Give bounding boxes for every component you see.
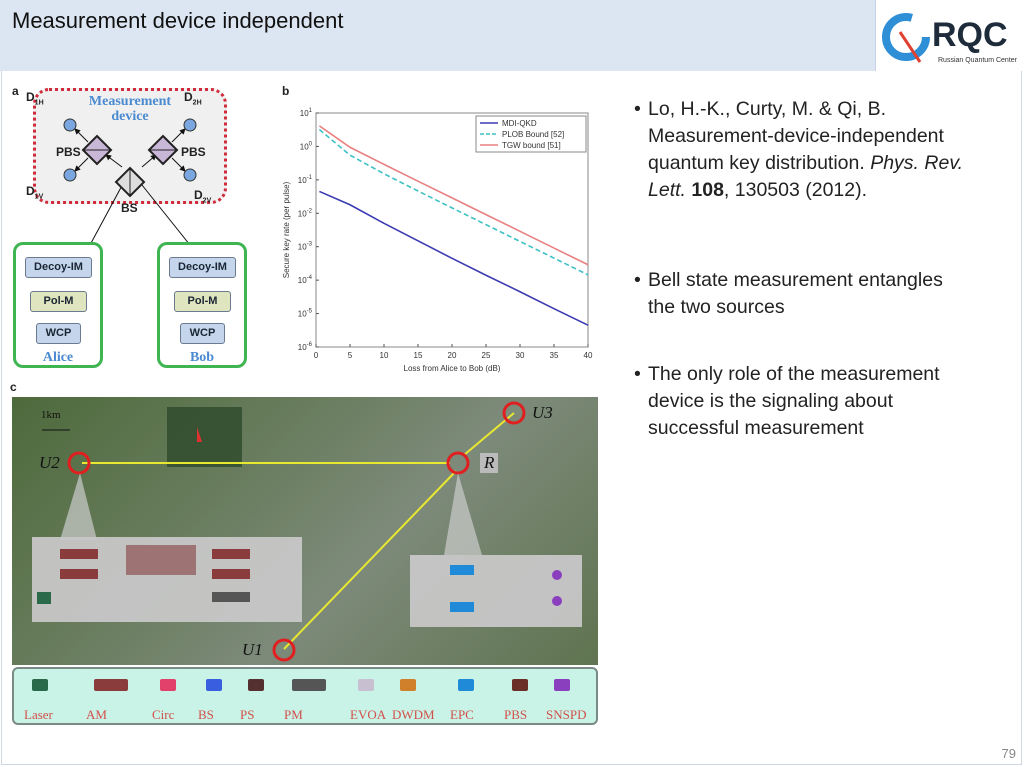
node-r	[446, 451, 470, 475]
pbs-right-icon	[147, 134, 179, 166]
scale-label: 1km	[41, 409, 61, 421]
legend-pm-icon	[292, 679, 326, 691]
y-tick-label: 10-4	[298, 275, 313, 285]
legend-entry: TGW bound [51]	[502, 141, 561, 150]
alice-box	[13, 242, 103, 368]
page-number: 79	[1001, 746, 1016, 761]
pbs-right-label: PBS	[181, 145, 206, 159]
node-u2-label: U2	[39, 453, 60, 472]
y-tick-label: 100	[300, 141, 313, 151]
bs-icon	[114, 166, 146, 198]
legend-entry: MDI-QKD	[502, 119, 537, 128]
y-tick-label: 10-6	[298, 342, 313, 352]
node-u1-label: U1	[242, 640, 263, 659]
bob-pol-m: Pol-M	[174, 291, 231, 312]
logo-subtitle: Russian Quantum Center	[938, 57, 1018, 64]
pbs-left-icon	[81, 134, 113, 166]
node-u3-label: U3	[532, 403, 553, 422]
legend-evoa-icon	[358, 679, 374, 691]
legend-label: EVOA	[350, 707, 387, 722]
component-legend: Laser AM Circ BS PS PM EVOA DWDM EPC PBS SNSPD	[12, 667, 598, 725]
y-tick-label: 10-1	[298, 175, 313, 185]
legend-label: PS	[240, 707, 255, 722]
series-line-1	[318, 128, 589, 276]
bob-wcp: WCP	[180, 323, 225, 344]
legend-epc-icon	[458, 679, 474, 691]
legend-am-icon	[94, 679, 128, 691]
x-tick-label: 10	[380, 351, 389, 360]
detector-d1v-label: D1V	[26, 184, 44, 201]
rqc-logo: RQC Russian Quantum Center	[882, 13, 1018, 64]
bob-box	[157, 242, 247, 368]
detector-icons	[63, 118, 197, 182]
legend-pbs-icon	[512, 679, 528, 691]
series-line-2	[318, 125, 589, 266]
y-tick-label: 10-5	[298, 309, 313, 319]
node-u3	[502, 401, 526, 425]
bullet-measurement-role: •The only role of the measurement device…	[634, 363, 940, 439]
alice-pol-m: Pol-M	[30, 291, 87, 312]
title-bar	[0, 0, 876, 71]
y-tick-label: 10-3	[298, 242, 313, 252]
node-u1	[272, 638, 296, 662]
detector-d2v-label: D2V	[194, 188, 212, 205]
compass-icon	[197, 427, 202, 442]
slide-frame	[1, 71, 1022, 765]
bsm-diagram	[63, 118, 197, 245]
y-axis-label: Secure key rate (per pulse)	[282, 181, 291, 278]
x-tick-label: 35	[550, 351, 559, 360]
legend-label: Laser	[24, 707, 53, 722]
y-tick-label: 101	[300, 108, 313, 118]
alice-decoy-im: Decoy-IM	[25, 257, 92, 278]
legend-label: SNSPD	[546, 707, 587, 722]
legend-ps-icon	[248, 679, 264, 691]
link-u1-r	[283, 470, 457, 650]
legend-label: DWDM	[392, 707, 435, 722]
legend-bs-icon	[206, 679, 222, 691]
detector-d1h-label: D1H	[26, 90, 44, 107]
x-tick-label: 20	[448, 351, 457, 360]
logo-text: RQC	[932, 16, 1008, 54]
x-tick-label: 15	[414, 351, 423, 360]
x-tick-label: 5	[348, 351, 353, 360]
x-axis-label: Loss from Alice to Bob (dB)	[404, 364, 501, 373]
pbs-left-label: PBS	[56, 145, 81, 159]
bullet-reference: •Lo, H.-K., Curty, M. & Qi, B. Measureme…	[634, 98, 964, 201]
bob-label: Bob	[189, 350, 215, 365]
legend-label: BS	[198, 707, 214, 722]
y-tick-label: 10-2	[298, 208, 313, 218]
legend-label: PBS	[504, 707, 528, 722]
detector-d2h-label: D2H	[184, 90, 202, 107]
legend-label: Circ	[152, 707, 175, 722]
relay-setup-inset	[410, 555, 582, 627]
legend-snspd-icon	[554, 679, 570, 691]
panel-c-label: c	[10, 380, 17, 394]
legend-circ-icon	[160, 679, 176, 691]
alice-wcp: WCP	[36, 323, 81, 344]
key-rate-chart: 0 5 10 15 20 25 30 35 40 101 100 10-1 10-2 10-3 10-4 10…	[282, 108, 593, 373]
x-tick-label: 25	[482, 351, 491, 360]
series-line-0	[319, 190, 589, 326]
node-r-label: R	[480, 453, 499, 473]
bullet-bell-state: •Bell state measurement entangles the tw…	[634, 269, 943, 318]
legend-laser-icon	[32, 679, 48, 691]
legend-label: PM	[284, 707, 303, 722]
legend-dwdm-icon	[400, 679, 416, 691]
slide-title: Measurement device independent	[12, 8, 344, 33]
x-tick-label: 40	[584, 351, 593, 360]
bob-decoy-im: Decoy-IM	[169, 257, 236, 278]
legend-entry: PLOB Bound [52]	[502, 130, 564, 139]
alice-label: Alice	[42, 350, 74, 365]
bs-label: BS	[121, 201, 138, 215]
node-u2	[67, 451, 91, 475]
legend-label: AM	[86, 707, 107, 722]
x-tick-label: 0	[314, 351, 319, 360]
panel-a-label: a	[12, 84, 19, 98]
panel-b-label: b	[282, 84, 290, 98]
legend-label: EPC	[450, 707, 474, 722]
x-tick-label: 30	[516, 351, 525, 360]
satellite-map: 1km U1 U2 U3 R	[12, 397, 598, 665]
